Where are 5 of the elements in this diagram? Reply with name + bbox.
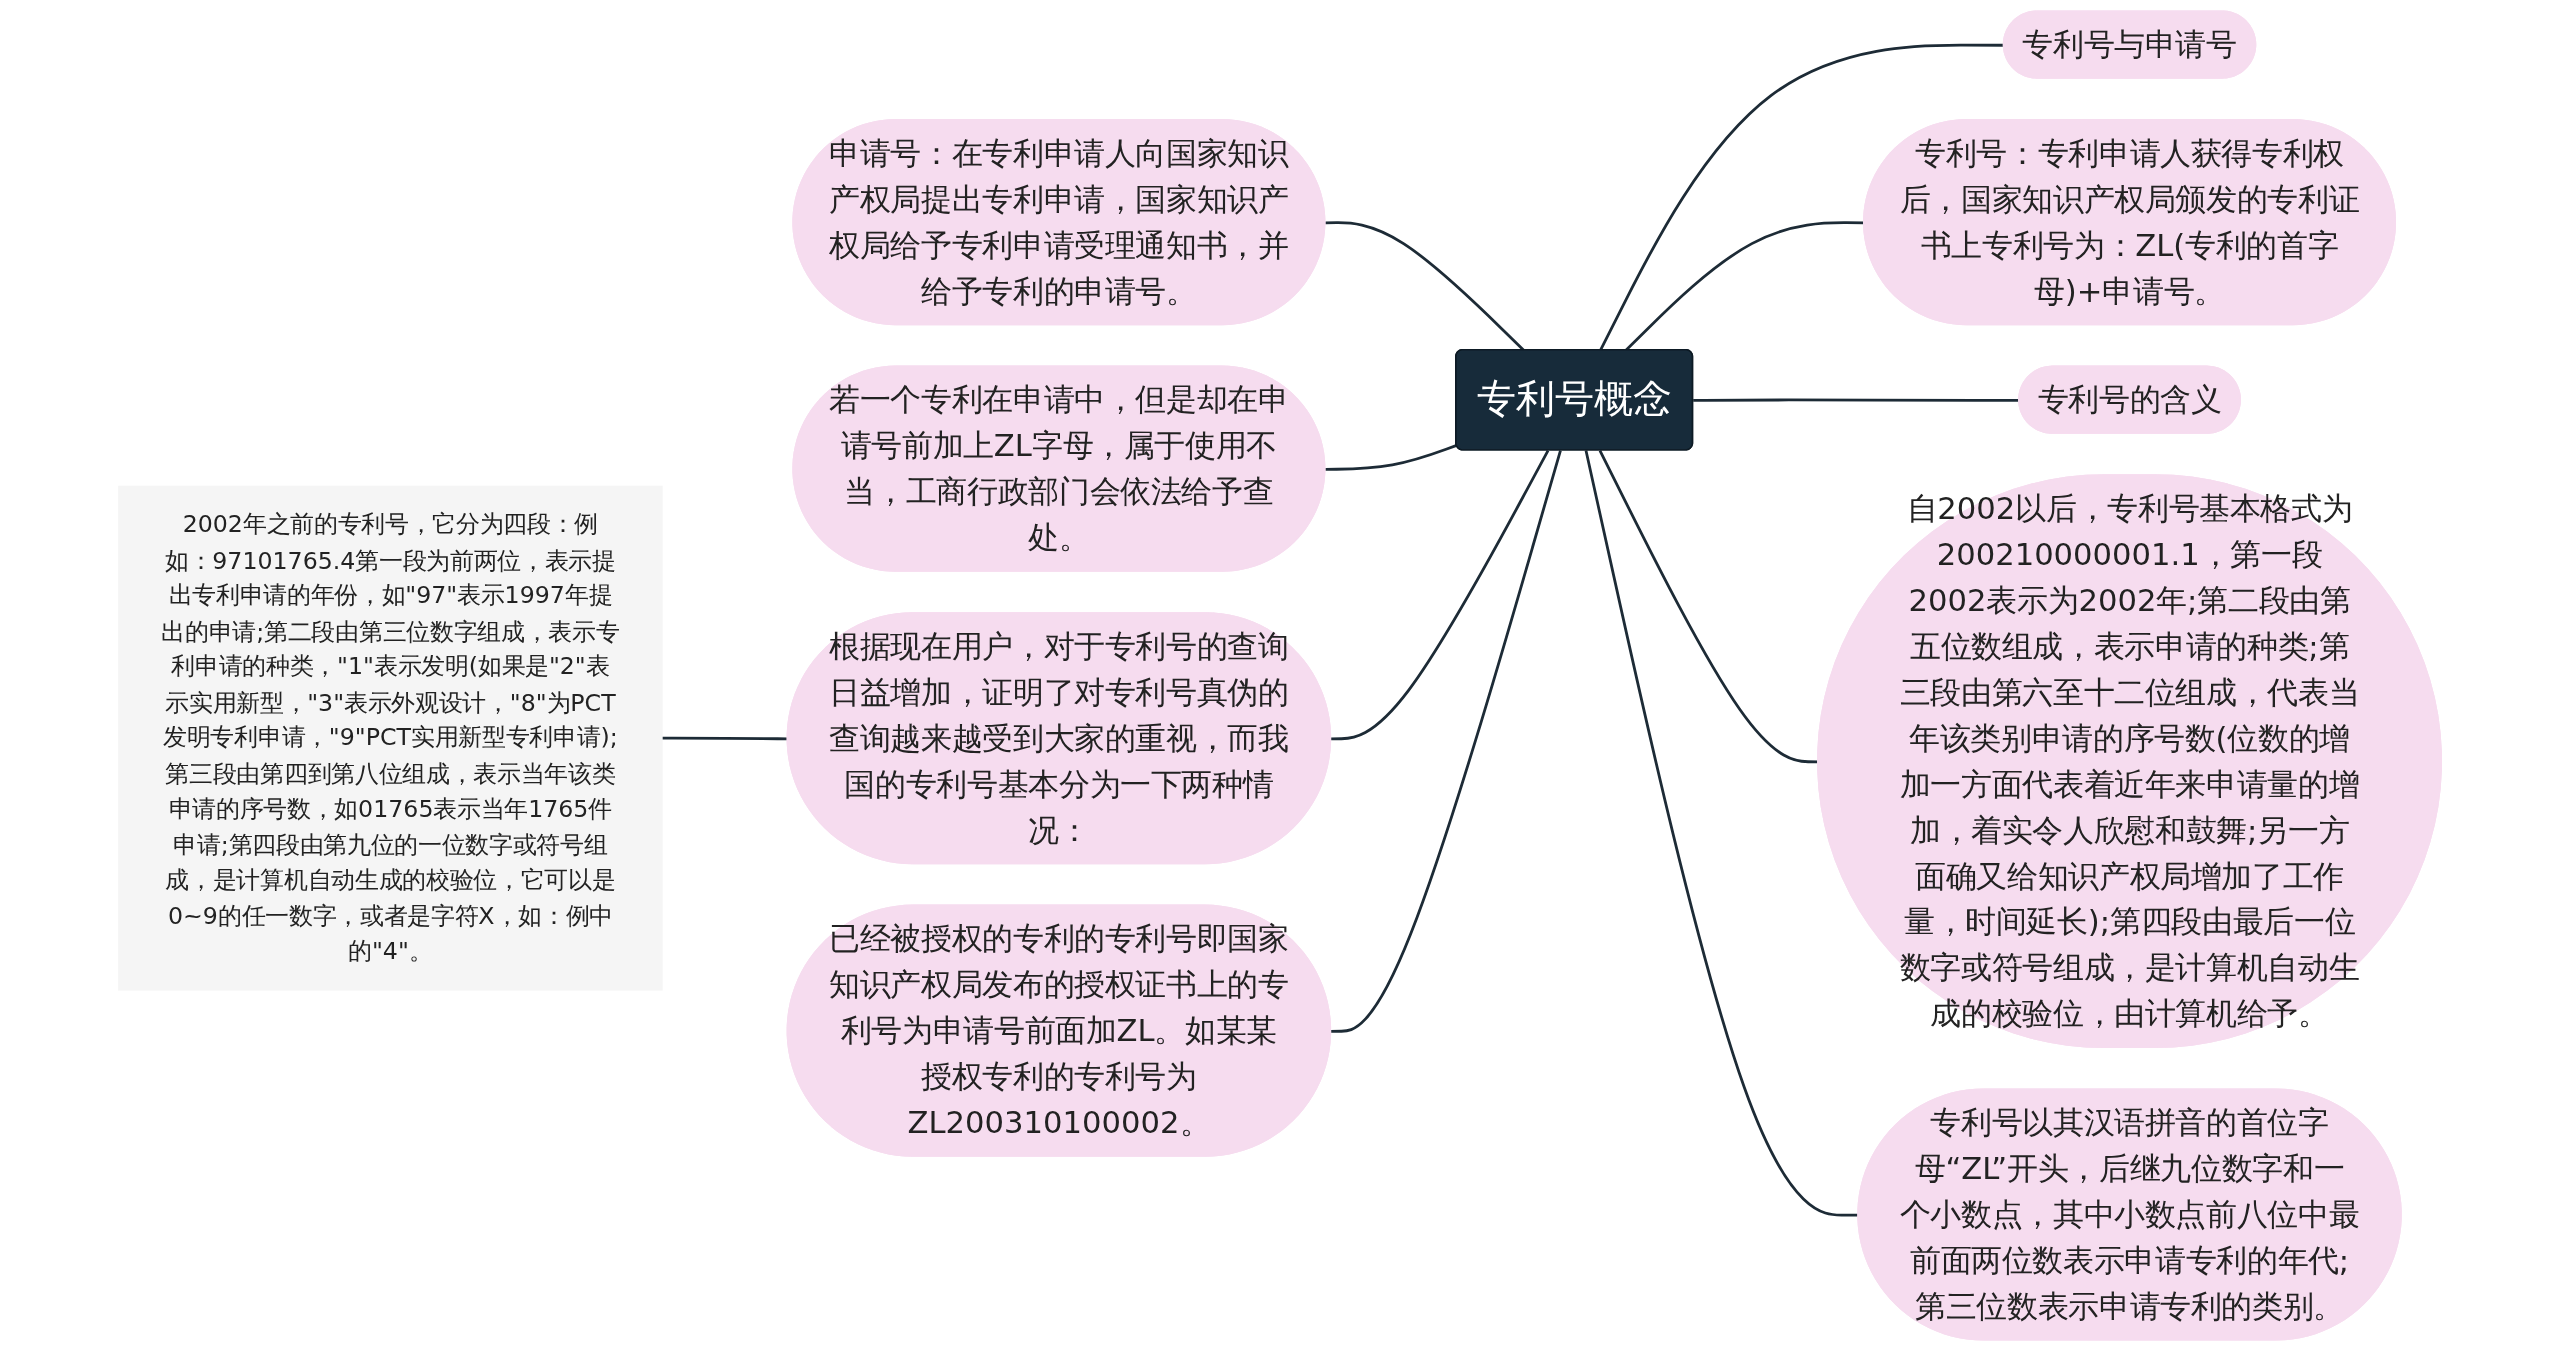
node-box: 2002年之前的专利号，它分为四段：例如：97101765.4第一段为前两位，表示提出专利申请的年份，如"97"表示1997年提出的申请;第二段由第三位数字组成，表示专利申请的种类，"1"表示发明(如果是"2"表示实用新型，"3"表示外观设计，"8"为PCT发明专利申请，"9"PCT实用新型专利申请);第三段由第四到第八位组成，表示当年该类申请的序号数，如01765表示当年1765件申请;第四段由第九位的一位数字或符号组成，是计算机自动生成的校验位，它可以是0~9的任一数字，或者是字符X，如：例中的"4"。 (118, 485, 663, 991)
connector (1325, 444, 1458, 471)
connector (1584, 450, 1859, 1217)
connector (1331, 449, 1550, 741)
connector (1331, 450, 1562, 1033)
